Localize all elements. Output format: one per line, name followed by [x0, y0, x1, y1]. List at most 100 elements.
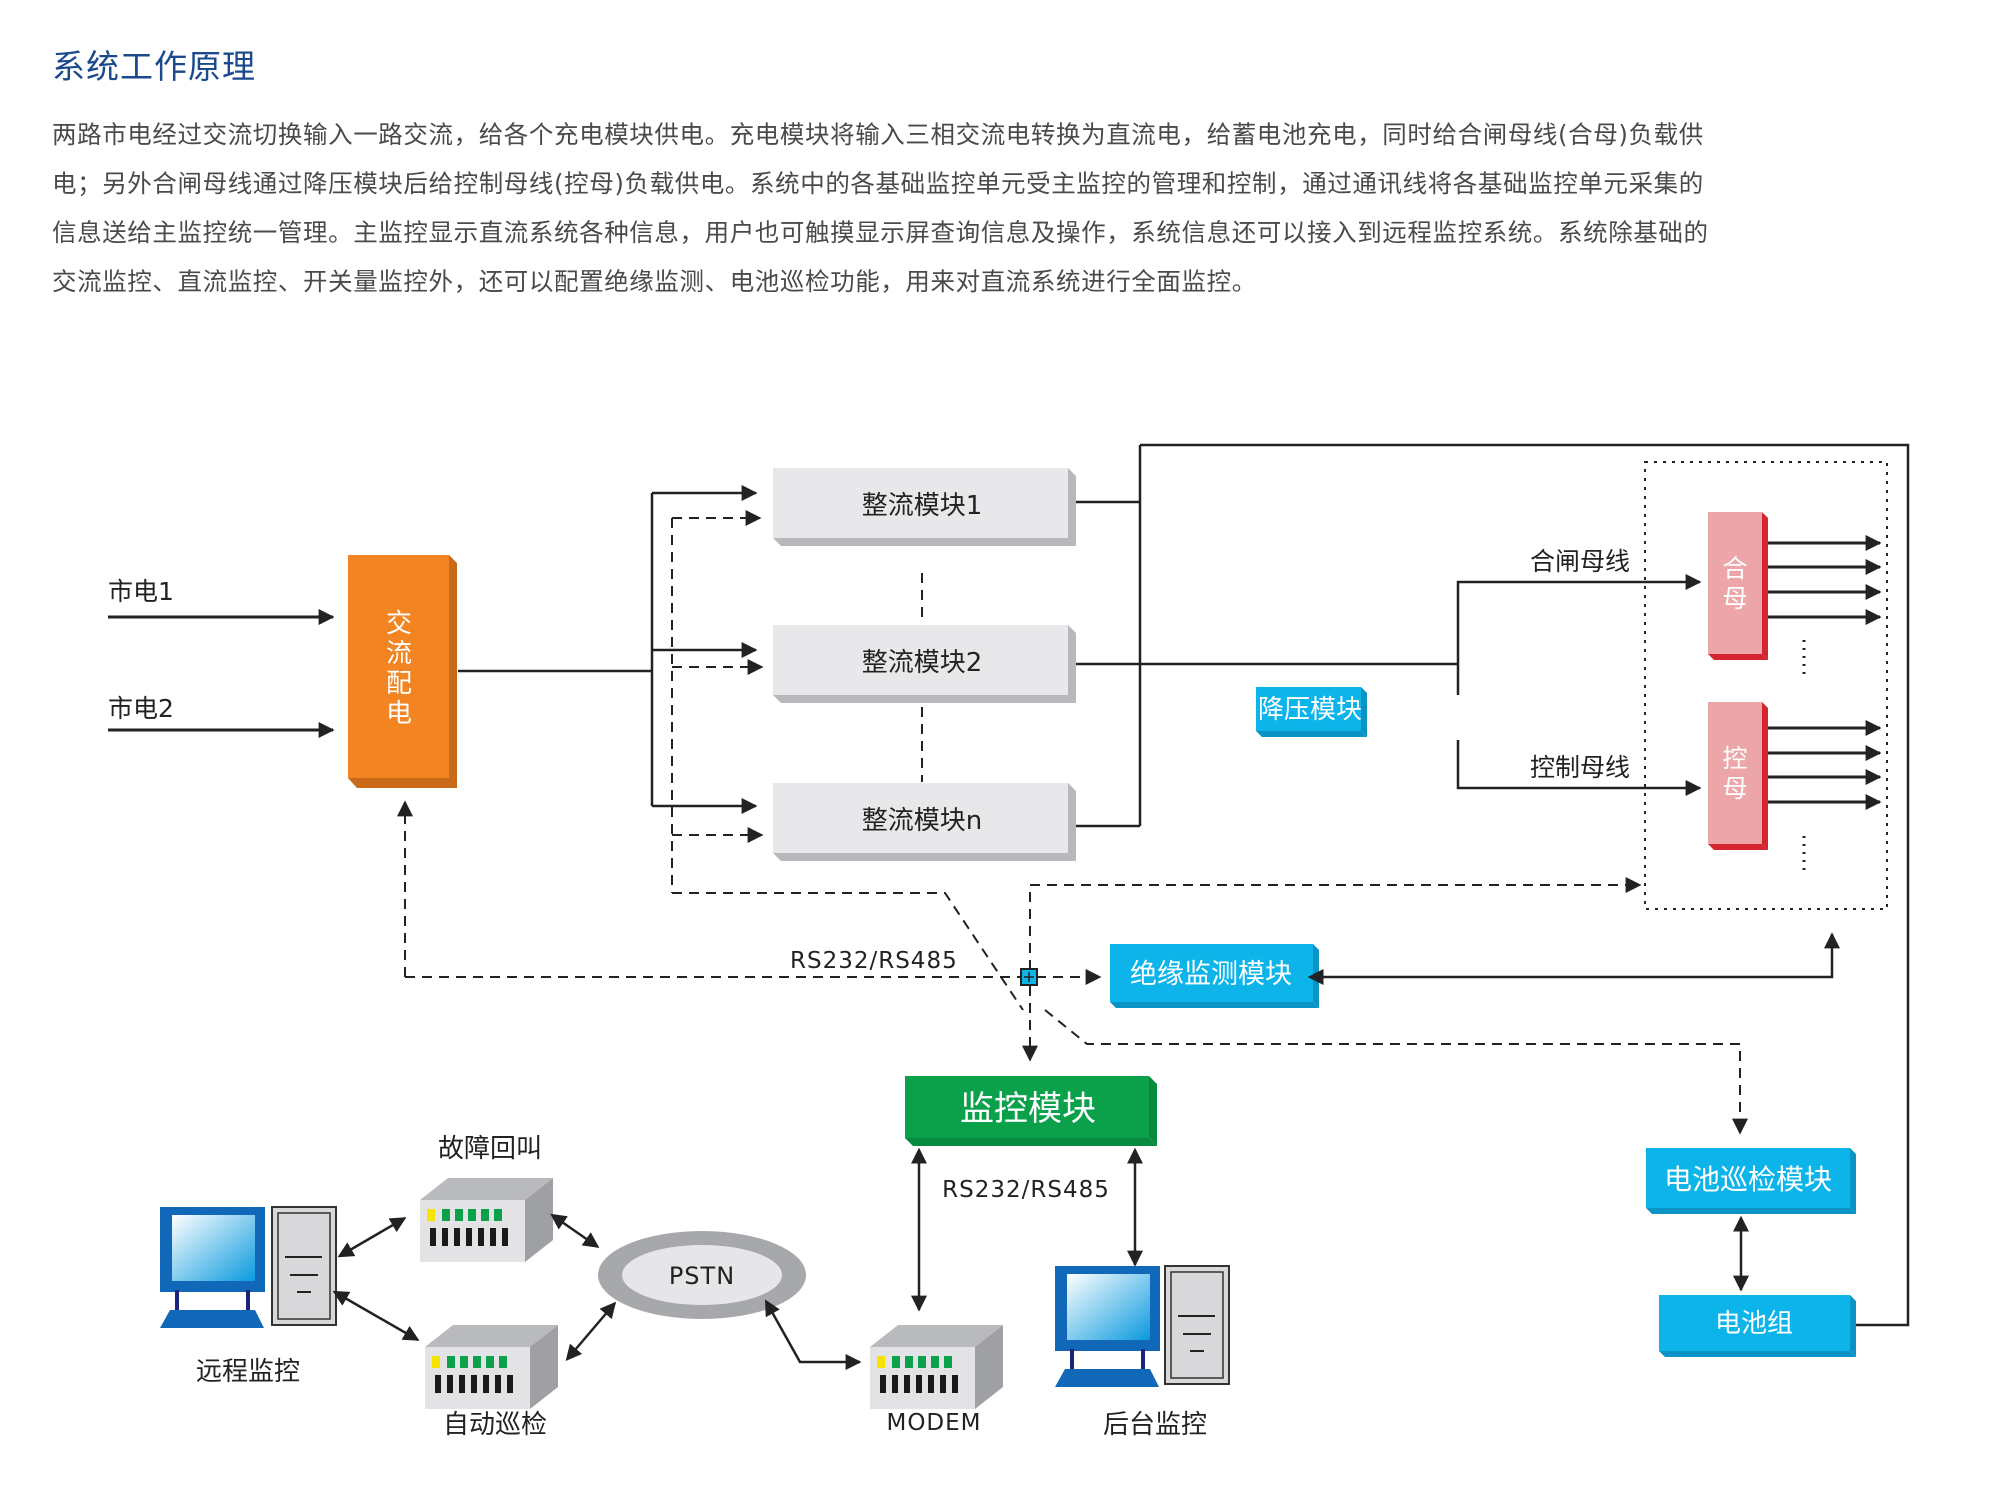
- port-slot: [490, 1228, 496, 1246]
- status-led-yellow: [877, 1356, 885, 1368]
- junction-node: [1020, 968, 1038, 986]
- status-led-green: [486, 1356, 494, 1368]
- port-slot: [471, 1375, 477, 1393]
- port-slot: [952, 1375, 958, 1393]
- closing-bus-char: 母: [1722, 584, 1747, 613]
- status-led-green: [442, 1209, 450, 1221]
- comm-bus-lines: [397, 800, 1642, 1062]
- battery-group-label: 电池组: [1715, 1309, 1793, 1339]
- port-slot: [466, 1228, 472, 1246]
- status-led-green: [447, 1356, 455, 1368]
- backend-monitor-label: 后台监控: [1103, 1410, 1207, 1440]
- insulation-to-load-line: [1307, 932, 1840, 985]
- closing-bus-char: 合: [1722, 554, 1747, 583]
- rectifier-module-2[interactable]: [773, 625, 1076, 703]
- ac-label-char: 电: [386, 699, 412, 729]
- status-led-green: [455, 1209, 463, 1221]
- status-led-green: [499, 1356, 507, 1368]
- port-slot: [447, 1375, 453, 1393]
- status-led-green: [473, 1356, 481, 1368]
- rectifier-module-n[interactable]: [773, 783, 1076, 861]
- paragraph-line: 交流监控、直流监控、开关量监控外，还可以配置绝缘监测、电池巡检功能，用来对直流系…: [52, 267, 1257, 296]
- comm-label-bottom: RS232/RS485: [942, 1177, 1110, 1203]
- port-slot: [940, 1375, 946, 1393]
- ac-label-char: 配: [386, 669, 412, 699]
- port-slot: [483, 1375, 489, 1393]
- port-slot: [916, 1375, 922, 1393]
- port-slot: [435, 1375, 441, 1393]
- port-slot: [442, 1228, 448, 1246]
- step-down-module[interactable]: [1256, 687, 1367, 737]
- status-led-green: [944, 1356, 952, 1368]
- auto-inspection-label: 自动巡检: [443, 1410, 547, 1440]
- comm-label-top: RS232/RS485: [790, 948, 958, 974]
- status-led-green: [905, 1356, 913, 1368]
- fault-callback-modem-icon: [420, 1178, 553, 1262]
- battery-inspection-label: 电池巡检模块: [1664, 1163, 1832, 1196]
- modem-label: MODEM: [886, 1410, 981, 1436]
- ac-label-char: 交: [386, 609, 412, 639]
- port-slot: [928, 1375, 934, 1393]
- status-led-green: [892, 1356, 900, 1368]
- status-led-green: [918, 1356, 926, 1368]
- fault-callback-label: 故障回叫: [438, 1134, 542, 1164]
- closing-bus-box[interactable]: [1708, 512, 1768, 660]
- port-slot: [454, 1228, 460, 1246]
- control-bus-label: 控制母线: [1530, 753, 1630, 782]
- monitor-label: 监控模块: [960, 1089, 1096, 1129]
- remote-monitor-label: 远程监控: [196, 1357, 300, 1387]
- modem-device-icon: [870, 1325, 1003, 1409]
- dc-bus-lines: [1076, 443, 1910, 1327]
- page-title: 系统工作原理: [52, 47, 256, 86]
- step-down-label: 降压模块: [1258, 695, 1362, 725]
- rectifier-module-1[interactable]: [773, 468, 1076, 546]
- port-slot: [478, 1228, 484, 1246]
- auto-inspection-modem-icon: [425, 1325, 558, 1409]
- pstn-cloud[interactable]: [598, 1231, 806, 1319]
- status-led-green: [494, 1209, 502, 1221]
- description-paragraph: 两路市电经过交流切换输入一路交流，给各个充电模块供电。充电模块将输入三相交流电转…: [52, 110, 1972, 306]
- status-led-green: [468, 1209, 476, 1221]
- port-slot: [904, 1375, 910, 1393]
- port-slot: [892, 1375, 898, 1393]
- status-led-green: [481, 1209, 489, 1221]
- monitor-module[interactable]: [905, 1076, 1157, 1146]
- closing-bus-label: 合闸母线: [1530, 547, 1630, 576]
- control-bus-char: 母: [1722, 774, 1747, 803]
- closing-bus-outputs: [1768, 535, 1882, 680]
- control-bus-box[interactable]: [1708, 702, 1768, 850]
- rectifier-label: 整流模块2: [862, 648, 983, 678]
- battery-group[interactable]: [1659, 1295, 1856, 1357]
- ac-distribution-box[interactable]: [348, 555, 457, 788]
- load-enclosure: [1644, 461, 1888, 910]
- status-led-yellow: [427, 1209, 435, 1221]
- port-slot: [880, 1375, 886, 1393]
- paragraph-line: 两路市电经过交流切换输入一路交流，给各个充电模块供电。充电模块将输入三相交流电转…: [52, 120, 1704, 149]
- control-bus-char: 控: [1722, 744, 1747, 773]
- status-led-green: [460, 1356, 468, 1368]
- backend-monitor-computer-icon: [1055, 1265, 1230, 1387]
- status-led-green: [931, 1356, 939, 1368]
- monitor-links: [911, 1147, 1143, 1312]
- rectifier-label: 整流模块1: [862, 491, 983, 521]
- ac-feed-lines: [458, 485, 758, 814]
- port-slot: [507, 1375, 513, 1393]
- paragraph-line: 信息送给主监控统一管理。主监控显示直流系统各种信息，用户也可触摸显示屏查询信息及…: [52, 218, 1709, 247]
- pstn-label: PSTN: [669, 1262, 735, 1290]
- network-links: [332, 1213, 862, 1370]
- control-bus-outputs: [1768, 720, 1882, 876]
- port-slot: [430, 1228, 436, 1246]
- paragraph-line: 电；另外合闸母线通过降压模块后给控制母线(控母)负载供电。系统中的各基础监控单元…: [52, 169, 1704, 198]
- rectifier-comm-lines: [671, 510, 1748, 1135]
- port-slot: [495, 1375, 501, 1393]
- rectifier-label: 整流模块n: [862, 806, 982, 836]
- input-label-1: 市电1: [108, 577, 174, 606]
- remote-monitor-computer-icon: [160, 1206, 337, 1328]
- port-slot: [459, 1375, 465, 1393]
- ac-label-char: 流: [386, 639, 412, 669]
- insulation-monitor-module[interactable]: [1110, 944, 1319, 1008]
- battery-inspection-module[interactable]: [1646, 1148, 1856, 1214]
- status-led-yellow: [432, 1356, 440, 1368]
- port-slot: [502, 1228, 508, 1246]
